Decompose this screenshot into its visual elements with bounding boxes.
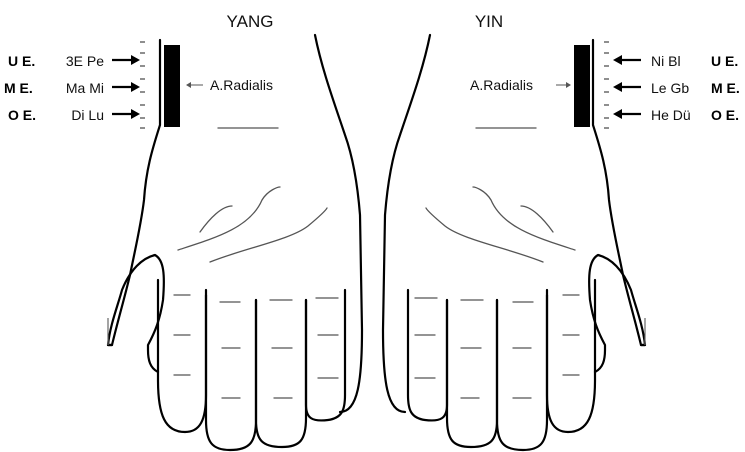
left-row-position: O E. [8, 107, 36, 123]
left-forearm-right-outline [315, 35, 362, 412]
right-middle-finger [447, 300, 497, 447]
left-hand [108, 35, 362, 450]
left-ticks [140, 42, 145, 128]
left-little-finger [158, 280, 206, 432]
right-title: YIN [475, 12, 503, 31]
right-row-position: O E. [711, 107, 739, 123]
left-ring-finger [206, 295, 256, 450]
right-ticks [604, 42, 609, 128]
left-row-organs: Di Lu [71, 107, 104, 123]
right-row-position: U E. [711, 53, 738, 69]
right-pulse-bar [574, 45, 590, 127]
right-arrows [613, 55, 641, 119]
left-row-organs: 3E Pe [66, 53, 104, 69]
left-middle-finger [256, 300, 306, 447]
right-index-finger [408, 290, 447, 420]
right-row-organs: He Dü [651, 107, 691, 123]
right-artery-label: A.Radialis [470, 77, 533, 93]
right-ring-finger [497, 295, 547, 450]
right-row-organs: Ni Bl [651, 53, 681, 69]
left-arrows [112, 55, 140, 119]
left-pulse-bar [164, 45, 180, 127]
left-row-position: M E. [4, 80, 33, 96]
right-thumb [589, 255, 645, 372]
right-forearm-left-outline [383, 35, 430, 412]
left-thumb [108, 255, 164, 372]
left-row-organs: Ma Mi [66, 80, 104, 96]
left-title: YANG [227, 12, 274, 31]
right-little-finger [547, 280, 595, 432]
left-index-finger [306, 290, 345, 420]
right-row-position: M E. [711, 80, 740, 96]
left-row-position: U E. [8, 53, 35, 69]
left-artery-label: A.Radialis [210, 77, 273, 93]
right-hand [383, 35, 645, 450]
right-row-organs: Le Gb [651, 80, 689, 96]
